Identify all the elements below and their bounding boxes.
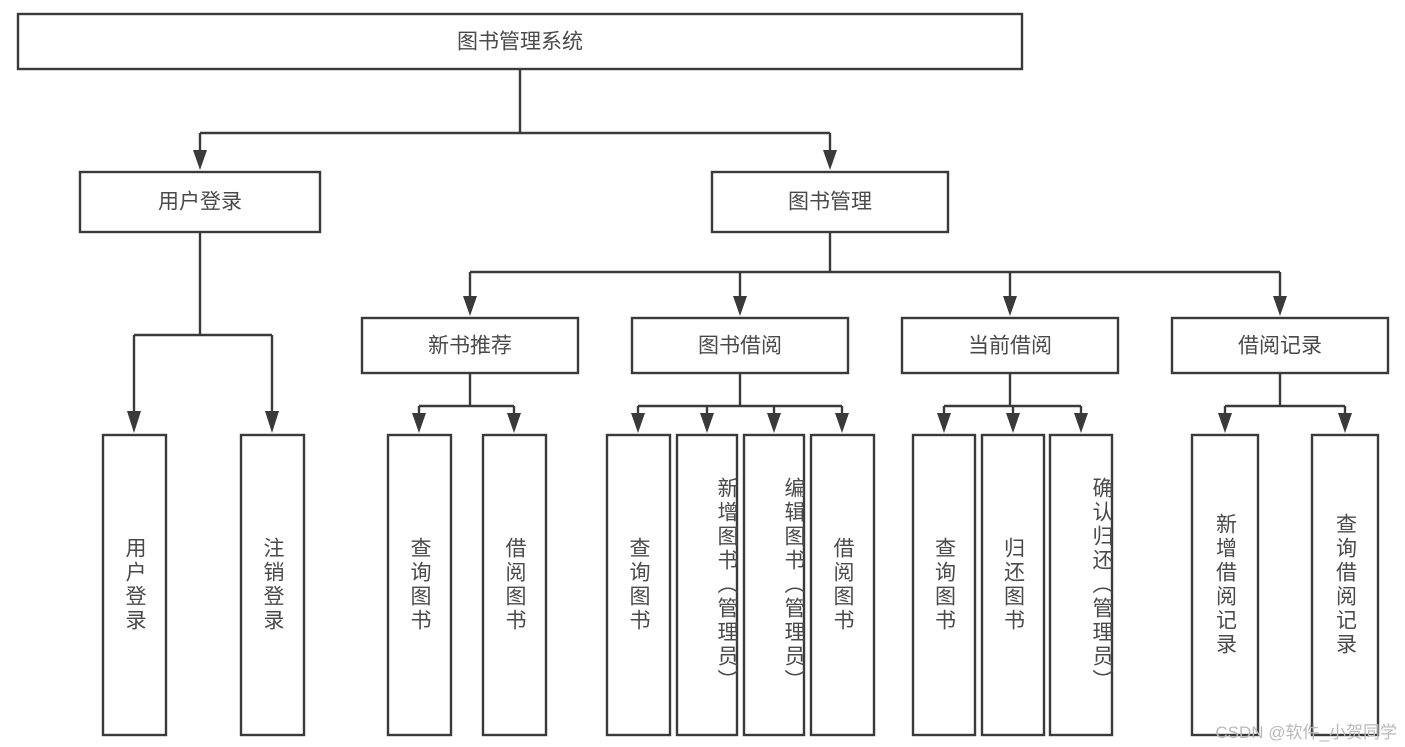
node-book-borrow-label: 图书借阅 (698, 335, 782, 358)
node-leaf-query-book-1[interactable] (386, 433, 453, 737)
node-book-manage[interactable] (710, 170, 950, 234)
node-leaf-return-book[interactable] (980, 433, 1046, 737)
node-borrow-record-label: 借阅记录 (1238, 335, 1322, 358)
node-current-borrow[interactable] (900, 316, 1120, 375)
node-leaf-query-borrow-record[interactable] (1310, 433, 1380, 737)
node-book-manage-label: 图书管理 (788, 191, 872, 214)
node-new-book-recommend[interactable] (360, 316, 580, 375)
node-borrow-record[interactable] (1170, 316, 1390, 375)
node-leaf-query-book-3[interactable] (911, 433, 977, 737)
node-user-login[interactable] (78, 170, 322, 234)
arrow-head-leaf-query-borrow-record (1338, 413, 1352, 433)
arrow-head-leaf-edit-book-admin (767, 413, 781, 433)
watermark-label: CSDN @软件_小贺同学 (1215, 723, 1397, 742)
arrow-head-leaf-logout (265, 411, 279, 433)
arrow-head-book-manage (823, 150, 837, 170)
node-root[interactable] (16, 12, 1024, 71)
arrow-head-leaf-borrow-book-2 (835, 413, 849, 433)
node-leaf-add-book-admin[interactable] (675, 433, 739, 737)
node-leaf-confirm-return-admin[interactable] (1048, 433, 1114, 737)
connector-layer (127, 69, 1352, 433)
arrow-head-current-borrow (1003, 296, 1017, 316)
arrow-head-leaf-return-book (1006, 413, 1020, 433)
arrow-head-user-login (193, 150, 207, 170)
node-current-borrow-label: 当前借阅 (968, 335, 1052, 358)
node-leaf-user-login[interactable] (101, 433, 168, 737)
node-root-label: 图书管理系统 (457, 31, 583, 54)
arrow-head-borrow-record (1273, 296, 1287, 316)
node-leaf-logout[interactable] (239, 433, 306, 737)
arrow-head-book-borrow (733, 296, 747, 316)
node-leaf-query-book-2[interactable] (605, 433, 672, 737)
node-leaf-edit-book-admin[interactable] (742, 433, 806, 737)
arrow-head-leaf-add-borrow-record (1218, 413, 1232, 433)
arrow-head-new-book-recommend (463, 296, 477, 316)
arrow-head-leaf-add-book-admin (700, 413, 714, 433)
arrow-head-leaf-borrow-book-1 (507, 413, 521, 433)
node-leaf-borrow-book-2[interactable] (809, 433, 876, 737)
node-user-login-label: 用户登录 (158, 191, 242, 214)
arrow-head-leaf-user-login (127, 411, 141, 433)
node-leaf-add-borrow-record[interactable] (1190, 433, 1260, 737)
arrow-head-leaf-query-book-3 (937, 413, 951, 433)
node-leaf-borrow-book-1[interactable] (481, 433, 548, 737)
arrow-head-leaf-query-book-2 (631, 413, 645, 433)
arrow-head-leaf-confirm-return-admin (1074, 413, 1088, 433)
node-book-borrow[interactable] (630, 316, 850, 375)
arrow-head-leaf-query-book-1 (412, 413, 426, 433)
node-new-book-recommend-label: 新书推荐 (428, 335, 512, 358)
node-layer: 图书管理系统 用户登录 图书管理 新书推荐 图书借阅 当前借阅 借阅记录 (16, 12, 1390, 737)
